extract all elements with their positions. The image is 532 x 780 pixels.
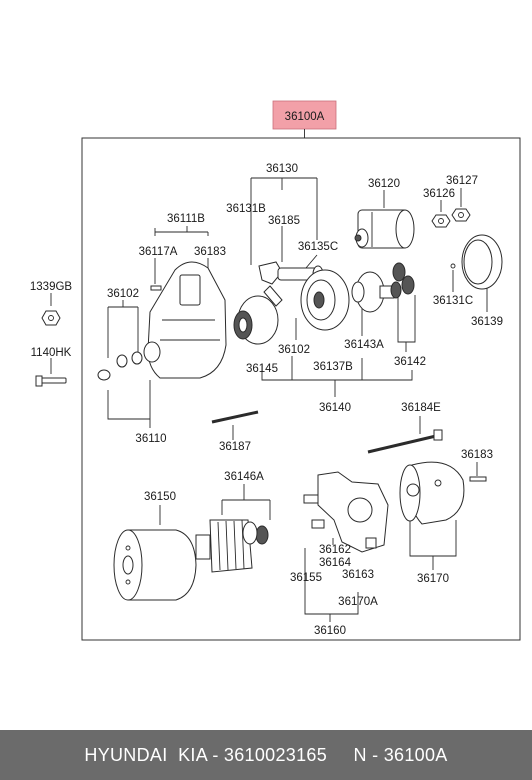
end-cover-ring	[450, 234, 503, 290]
small-nuts	[431, 208, 471, 228]
label-36111B[interactable]: 36111B	[167, 213, 205, 225]
planetary-gear	[351, 271, 395, 313]
label-36164[interactable]: 36164	[319, 557, 352, 569]
label-36139[interactable]: 36139	[471, 316, 503, 328]
lever-assembly	[258, 261, 324, 307]
small-gears	[390, 262, 415, 299]
pinion-clutch	[233, 295, 279, 345]
label-36150[interactable]: 36150	[144, 491, 176, 503]
footer-bar: HYUNDAI KIA - 3610023165 N - 36100A	[0, 730, 532, 780]
label-36183-upper[interactable]: 36183	[194, 246, 226, 258]
label-36184E[interactable]: 36184E	[401, 402, 441, 414]
label-36170A[interactable]: 36170A	[338, 596, 378, 608]
screw-right	[469, 476, 487, 482]
footer-spacer	[327, 745, 354, 766]
label-36185[interactable]: 36185	[268, 215, 300, 227]
label-36131C[interactable]: 36131C	[433, 295, 473, 307]
label-36130[interactable]: 36130	[266, 163, 298, 175]
label-36137B[interactable]: 36137B	[313, 361, 353, 373]
footer-ref: N - 36100A	[353, 744, 448, 765]
footer-brand: HYUNDAI KIA - 3610023165	[84, 744, 328, 765]
fasteners-left	[35, 285, 162, 387]
label-36143A[interactable]: 36143A	[344, 339, 384, 351]
leader-lines	[50, 177, 488, 622]
label-36160[interactable]: 36160	[314, 625, 346, 637]
solenoid-part	[354, 209, 415, 249]
through-bolt	[367, 429, 443, 454]
label-36145[interactable]: 36145	[246, 363, 278, 375]
label-36110[interactable]: 36110	[135, 433, 166, 445]
label-36170[interactable]: 36170	[417, 573, 449, 585]
label-36187[interactable]: 36187	[219, 441, 251, 453]
armature	[195, 519, 269, 573]
label-36117A[interactable]: 36117A	[139, 246, 178, 258]
diagram-frame	[81, 137, 521, 641]
assembly-label[interactable]: 36100A	[285, 111, 325, 123]
label-36155[interactable]: 36155	[290, 572, 322, 584]
label-36135C[interactable]: 36135C	[298, 241, 338, 253]
part-labels: 36130 36120 36127 36126 36131B 36185 361…	[30, 163, 503, 637]
starter-motor-exploded-diagram: 36100A	[30, 100, 521, 641]
label-36140[interactable]: 36140	[319, 402, 351, 414]
rear-cover	[399, 461, 465, 525]
label-36183-lower[interactable]: 36183	[461, 449, 493, 461]
label-36146A[interactable]: 36146A	[224, 471, 264, 483]
reduction-gear-housing	[300, 269, 350, 331]
label-36142[interactable]: 36142	[394, 356, 426, 368]
label-36102-middle[interactable]: 36102	[278, 344, 310, 356]
yoke-housing	[113, 529, 197, 601]
label-1140HK[interactable]: 1140HK	[31, 347, 72, 359]
label-1339GB[interactable]: 1339GB	[30, 281, 73, 293]
label-36127[interactable]: 36127	[446, 175, 478, 187]
label-36131B[interactable]: 36131B	[226, 203, 266, 215]
label-36163[interactable]: 36163	[342, 569, 374, 581]
label-36120[interactable]: 36120	[368, 178, 400, 190]
stud-rod	[211, 410, 259, 424]
label-36102-left[interactable]: 36102	[107, 288, 139, 300]
brush-holder	[303, 471, 389, 553]
label-36162[interactable]: 36162	[319, 544, 351, 556]
front-housing	[143, 261, 227, 379]
label-36126[interactable]: 36126	[423, 188, 455, 200]
